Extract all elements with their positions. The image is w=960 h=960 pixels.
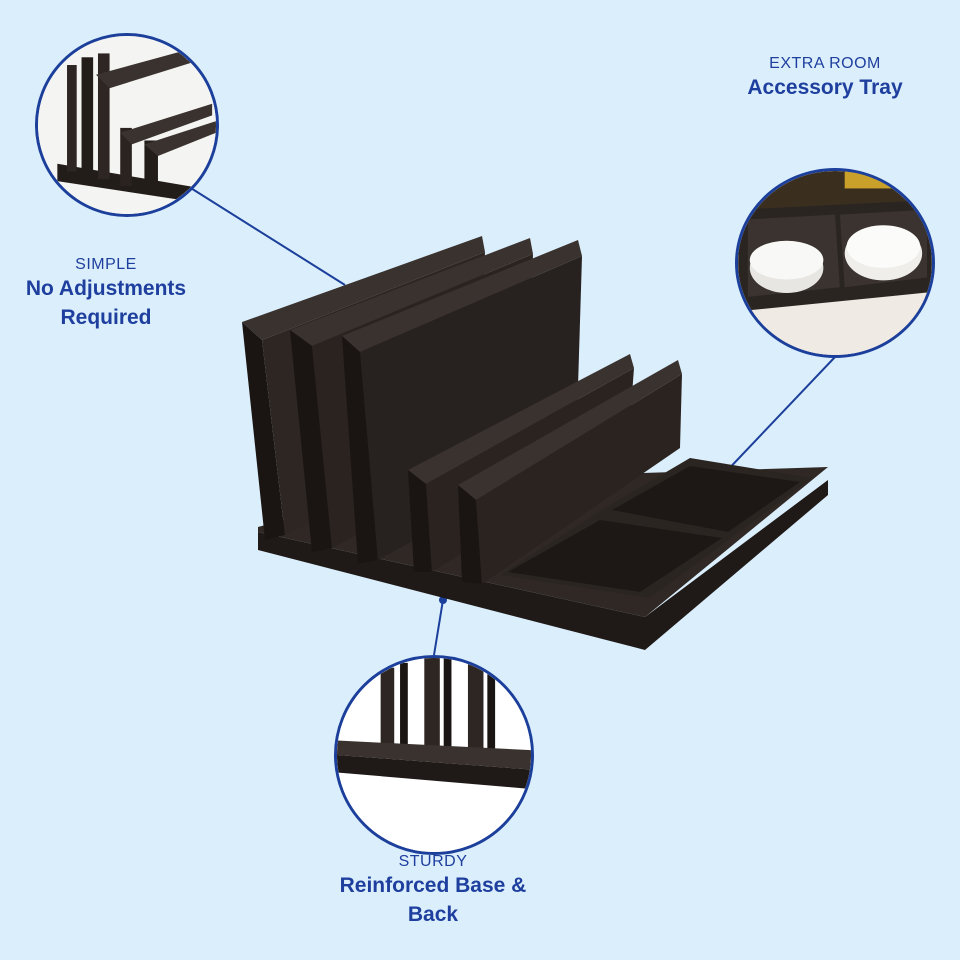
callout-base-eyebrow: STURDY	[398, 853, 468, 870]
zoom-circle-dividers	[35, 33, 219, 217]
callout-tray: EXTRA ROOM Accessory Tray	[700, 55, 950, 102]
callout-base: STURDY Reinforced Base & Back	[308, 853, 558, 929]
tray-compartment-back	[612, 466, 800, 532]
divider-3-side	[342, 336, 378, 564]
divider-5-top	[458, 360, 682, 500]
callout-simple-headline-line1: No Adjustments	[25, 277, 187, 300]
divider-3-top	[342, 240, 582, 352]
base-closeup-image	[337, 658, 531, 852]
callout-simple-headline-line2: Required	[60, 306, 152, 329]
dividers-closeup-image	[38, 36, 216, 214]
divider-1-side	[242, 322, 285, 540]
divider-2-side	[290, 330, 332, 552]
callout-simple: SIMPLE No Adjustments Required	[0, 256, 212, 332]
connector-base	[433, 599, 444, 656]
divider-4-side	[408, 470, 432, 572]
divider-2-top	[290, 238, 533, 346]
divider-1-top	[242, 236, 485, 340]
callout-tray-headline: Accessory Tray	[747, 76, 903, 99]
callout-tray-eyebrow: EXTRA ROOM	[769, 55, 881, 72]
tray-compartment-front	[508, 520, 722, 592]
callout-base-headline-line2: Back	[407, 903, 459, 926]
divider-5-side	[458, 485, 482, 584]
base-front-edge	[258, 480, 828, 650]
tray-closeup-image	[738, 171, 932, 355]
divider-4-top	[408, 354, 634, 484]
callout-base-headline-line1: Reinforced Base &	[339, 874, 527, 897]
callout-simple-eyebrow: SIMPLE	[75, 256, 137, 273]
divider-5-face	[476, 374, 682, 584]
zoom-circle-tray	[735, 168, 935, 358]
zoom-circle-base	[334, 655, 534, 855]
